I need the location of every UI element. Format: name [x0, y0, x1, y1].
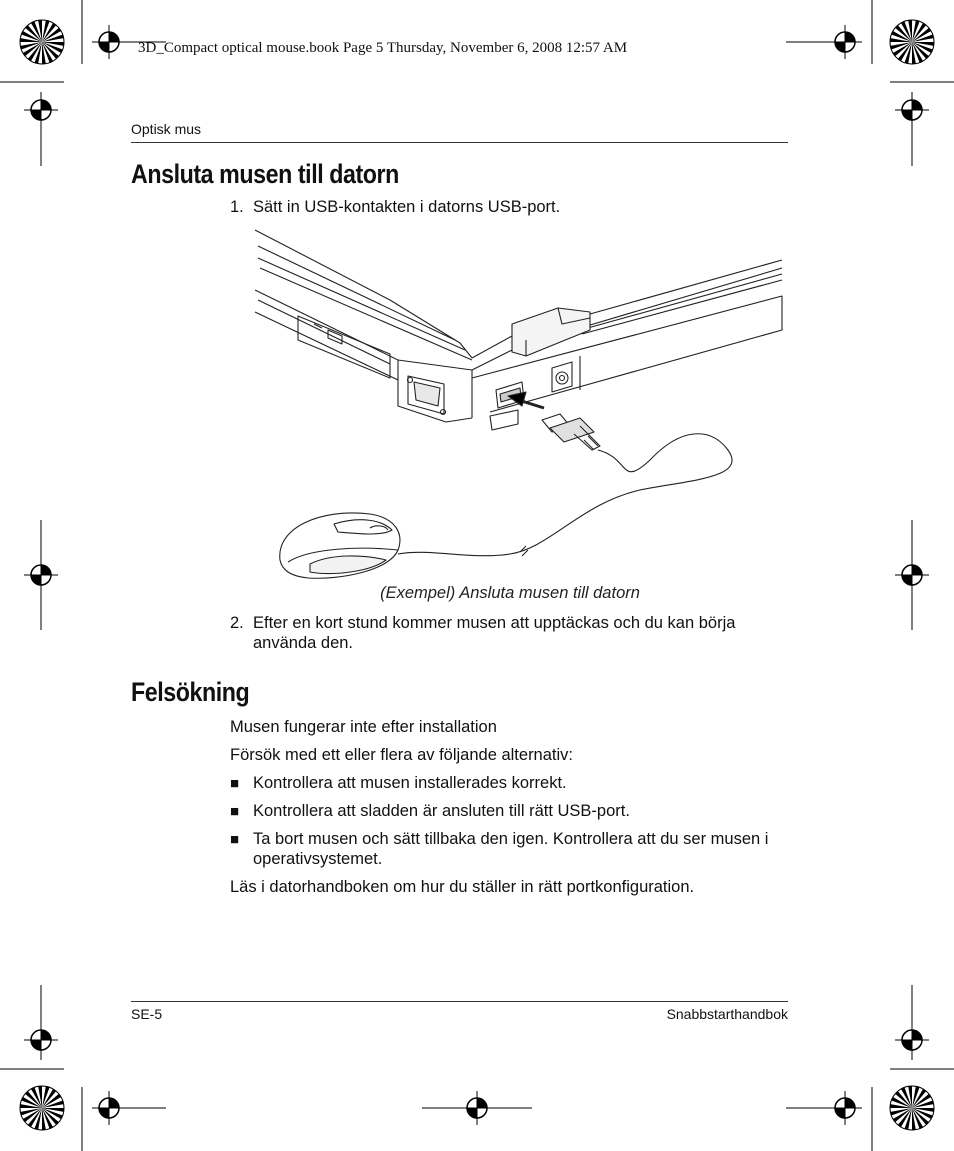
bullet-text: Kontrollera att musen installerades korr…	[253, 774, 567, 792]
registration-mark-icon	[894, 92, 930, 128]
step-2: 2. Efter en kort stund kommer musen att …	[230, 613, 790, 653]
color-wheel-icon	[19, 19, 65, 65]
bullet-item: ■ Kontrollera att sladden är ansluten ti…	[230, 801, 790, 821]
book-title: Snabbstarthandbok	[666, 1006, 788, 1022]
troubleshoot-lead: Försök med ett eller flera av följande a…	[230, 746, 573, 764]
registration-mark-icon	[23, 1022, 59, 1058]
registration-mark-icon	[459, 1090, 495, 1126]
bullet-square-icon: ■	[230, 803, 240, 820]
step-text: Sätt in USB-kontakten i datorns USB-port…	[253, 198, 561, 216]
step-number: 1.	[230, 198, 244, 216]
registration-mark-icon	[23, 557, 59, 593]
registration-mark-icon	[23, 92, 59, 128]
registration-mark-icon	[827, 1090, 863, 1126]
section-heading-connect: Ansluta musen till datorn	[131, 159, 399, 189]
header-rule	[131, 142, 788, 143]
section-heading-troubleshooting: Felsökning	[131, 677, 250, 707]
color-wheel-icon	[889, 1085, 935, 1131]
step-text: Efter en kort stund kommer musen att upp…	[253, 614, 736, 652]
registration-mark-icon	[91, 24, 127, 60]
figure-caption: (Exempel) Ansluta musen till datorn	[380, 584, 640, 602]
troubleshoot-intro: Musen fungerar inte efter installation	[230, 718, 497, 736]
color-wheel-icon	[889, 19, 935, 65]
bullet-item: ■ Kontrollera att musen installerades ko…	[230, 773, 790, 793]
registration-mark-icon	[827, 24, 863, 60]
bullet-square-icon: ■	[230, 775, 240, 792]
bullet-text: Kontrollera att sladden är ansluten till…	[253, 802, 630, 820]
registration-mark-icon	[894, 1022, 930, 1058]
troubleshoot-closing: Läs i datorhandboken om hur du ställer i…	[230, 878, 695, 896]
bullet-square-icon: ■	[230, 831, 240, 848]
bullet-item: ■ Ta bort musen och sätt tillbaka den ig…	[230, 829, 790, 869]
step-number: 2.	[230, 614, 244, 632]
running-head: Optisk mus	[131, 121, 202, 137]
slug-line: 3D_Compact optical mouse.book Page 5 Thu…	[138, 40, 628, 56]
registration-mark-icon	[894, 557, 930, 593]
footer-rule	[131, 1001, 788, 1002]
color-wheel-icon	[19, 1085, 65, 1131]
page-number: SE-5	[131, 1006, 163, 1022]
laptop-mouse-illustration	[254, 229, 783, 579]
bullet-text: Ta bort musen och sätt tillbaka den igen…	[253, 830, 769, 868]
step-1: 1. Sätt in USB-kontakten i datorns USB-p…	[230, 197, 790, 217]
registration-mark-icon	[91, 1090, 127, 1126]
